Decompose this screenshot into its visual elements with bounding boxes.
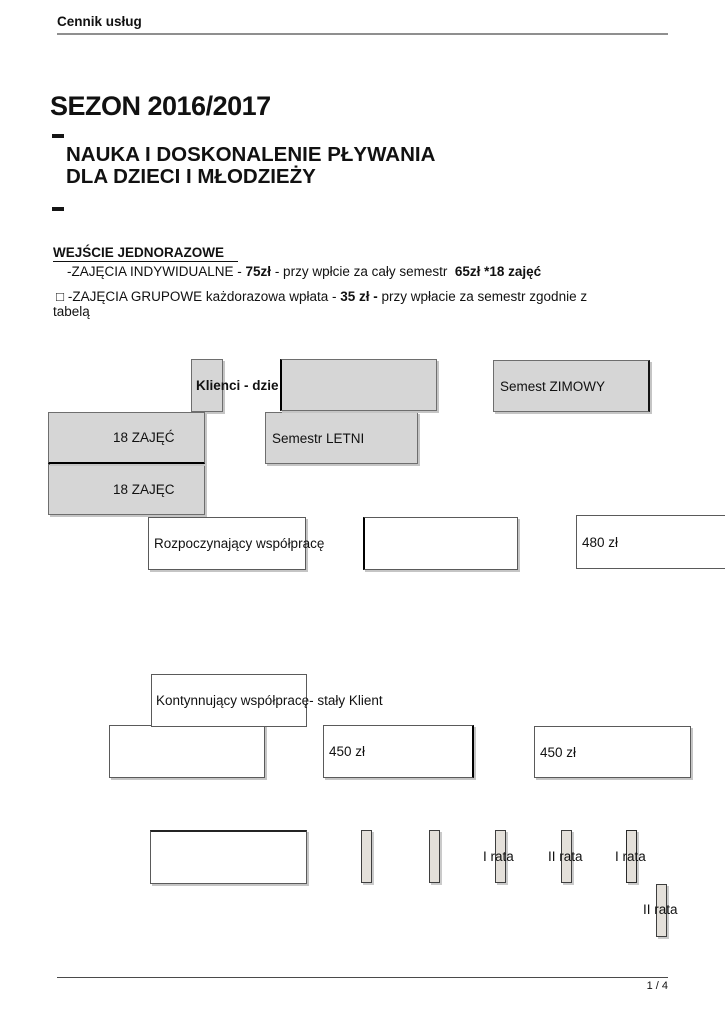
main-title-line2: DLA DZIECI I MŁODZIEŻY bbox=[66, 165, 316, 188]
main-title-line1: NAUKA I DOSKONALENIE PŁYWANIA bbox=[66, 143, 436, 166]
price-480-cell: 480 zł bbox=[576, 515, 725, 569]
text-run: -ZAJĘCIA GRUPOWE każdorazowa wpłata - bbox=[67, 289, 341, 304]
missing-glyph-icon: □ bbox=[56, 289, 68, 304]
price-run: 75zł bbox=[245, 264, 272, 279]
page-header-title: Cennik usług bbox=[57, 14, 142, 29]
season-heading: SEZON 2016/2017 bbox=[50, 91, 271, 121]
text-run: - przy wpłcie za cały semestr bbox=[271, 264, 455, 279]
group-classes-line: □ -ZAJĘCIA GRUPOWE każdorazowa wpłata - … bbox=[56, 289, 587, 304]
price-450-cell-2: 450 zł bbox=[534, 726, 691, 778]
empty-cell bbox=[150, 830, 307, 884]
winter-semester-label: Semest ZIMOWY bbox=[500, 378, 606, 394]
new-client-label: Rozpoczynający współpracę bbox=[154, 536, 325, 551]
sessions-label-2: 18 ZAJĘC bbox=[113, 482, 175, 497]
text-run: przy wpłacie za semestr zgodnie z bbox=[377, 289, 588, 304]
installment-bar bbox=[626, 830, 637, 883]
underscore-mark bbox=[52, 134, 64, 138]
returning-client-cell: Kontynnujący współpracę- stały Klient bbox=[151, 674, 383, 727]
empty-cell bbox=[363, 517, 518, 570]
installment-bar bbox=[656, 884, 667, 937]
summer-semester-cell: Semestr LETNI bbox=[265, 412, 418, 464]
footer-rule bbox=[57, 977, 668, 978]
installment-label-2: II rata bbox=[548, 849, 583, 864]
clients-header-label: Klienci - dzie bbox=[196, 378, 279, 393]
installment-bar bbox=[429, 830, 440, 883]
summer-semester-label: Semestr LETNI bbox=[272, 430, 365, 446]
returning-client-label: Kontynnujący współpracę- stały Klient bbox=[156, 693, 383, 708]
text-run: -ZAJĘCIA INDYWIDUALNE - bbox=[67, 264, 246, 279]
installment-bar bbox=[361, 830, 372, 883]
installment-label-4: II rata bbox=[643, 902, 678, 917]
installment-label-1: I rata bbox=[483, 849, 514, 864]
installment-bar bbox=[495, 830, 506, 883]
sessions-cell-1: 18 ZAJĘĆ bbox=[48, 412, 205, 464]
price-450-cell-1: 450 zł bbox=[323, 725, 474, 778]
price-run: 35 zł - bbox=[340, 289, 378, 304]
page-number: 1 / 4 bbox=[646, 980, 668, 992]
clients-header-cell bbox=[191, 359, 223, 412]
new-client-cell: Rozpoczynający współpracę bbox=[148, 517, 324, 570]
wrap-word: tabelą bbox=[53, 304, 90, 319]
sessions-label-1: 18 ZAJĘĆ bbox=[113, 430, 175, 445]
winter-semester-cell: Semest ZIMOWY bbox=[493, 360, 650, 412]
underscore-mark bbox=[52, 207, 64, 211]
section-title-single-entry: WEJŚCIE JEDNORAZOWE bbox=[53, 245, 238, 262]
empty-cell bbox=[109, 725, 265, 778]
price-run: 65zł *18 zajęć bbox=[454, 264, 542, 279]
header-rule bbox=[57, 33, 668, 35]
installment-label-3: I rata bbox=[615, 849, 646, 864]
sessions-cell-2: 18 ZAJĘC bbox=[48, 464, 205, 515]
price-450-label-1: 450 zł bbox=[329, 744, 366, 759]
individual-classes-line: -ZAJĘCIA INDYWIDUALNE - 75zł - przy wpłc… bbox=[67, 264, 541, 279]
price-480-label: 480 zł bbox=[582, 534, 619, 550]
price-450-label-2: 450 zł bbox=[540, 744, 577, 760]
installment-bar bbox=[561, 830, 572, 883]
empty-header-cell bbox=[280, 359, 437, 411]
